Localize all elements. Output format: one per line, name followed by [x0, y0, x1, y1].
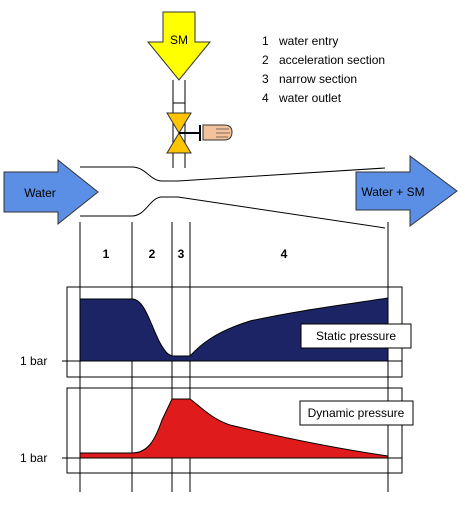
static-pressure-panel: Static pressure 1 bar	[20, 286, 412, 378]
dynamic-title-box	[299, 400, 414, 426]
zone-label-4: 4	[281, 247, 288, 261]
dynamic-pressure-area	[79, 398, 389, 459]
legend-num-3: 3	[262, 72, 269, 86]
legend-text-4: water outlet	[278, 91, 342, 105]
venturi-pipe	[80, 166, 386, 229]
sm-label: SM	[170, 33, 188, 47]
dynamic-panel-frame	[66, 387, 403, 474]
legend-num-1: 1	[262, 34, 269, 48]
dynamic-pressure-panel: Dynamic pressure 1 bar	[20, 387, 414, 474]
legend: 1 water entry 2 acceleration section 3 n…	[262, 34, 385, 105]
dynamic-title: Dynamic pressure	[308, 406, 405, 420]
water-outlet-label: Water + SM	[361, 185, 424, 199]
water-inlet-label: Water	[24, 186, 56, 200]
legend-text-3: narrow section	[279, 72, 357, 86]
sm-arrow	[146, 11, 212, 81]
legend-num-4: 4	[262, 91, 269, 105]
legend-text-2: acceleration section	[279, 53, 385, 67]
legend-text-1: water entry	[278, 34, 338, 48]
dynamic-reference-label: 1 bar	[20, 451, 47, 465]
valve-icon	[166, 112, 201, 154]
zone-label-2: 2	[149, 247, 156, 261]
water-outlet-arrow	[355, 155, 458, 227]
zone-label-3: 3	[178, 247, 185, 261]
static-reference-label: 1 bar	[20, 354, 47, 368]
hand-icon	[202, 124, 233, 141]
zone-label-1: 1	[103, 247, 110, 261]
static-title-box	[300, 323, 412, 349]
static-title: Static pressure	[316, 329, 396, 343]
water-inlet-arrow	[3, 158, 99, 226]
legend-num-2: 2	[262, 53, 269, 67]
